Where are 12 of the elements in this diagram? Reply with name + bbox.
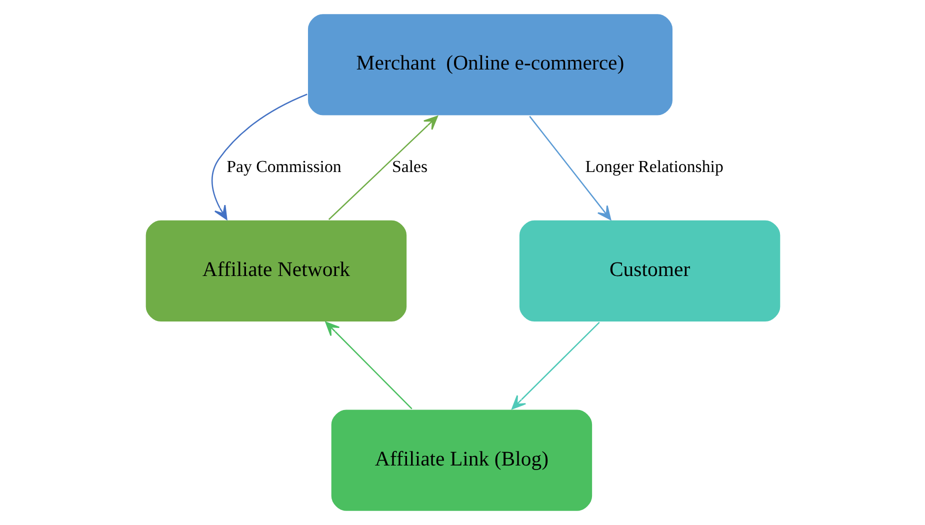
node-box: Affiliate Link (Blog) — [330, 408, 593, 512]
node-box: Merchant (Online e-commerce) — [306, 12, 674, 117]
node-box: Customer — [518, 219, 781, 323]
arrow — [511, 322, 600, 410]
edge-label: Pay Commission — [226, 157, 341, 176]
arrow — [211, 94, 307, 220]
arrow — [528, 116, 611, 220]
arrow — [324, 322, 412, 410]
edge-label: Sales — [392, 157, 428, 176]
node-box: Affiliate Network — [144, 219, 408, 323]
arrow — [328, 116, 438, 220]
edge-label: Longer Relationship — [584, 157, 723, 176]
